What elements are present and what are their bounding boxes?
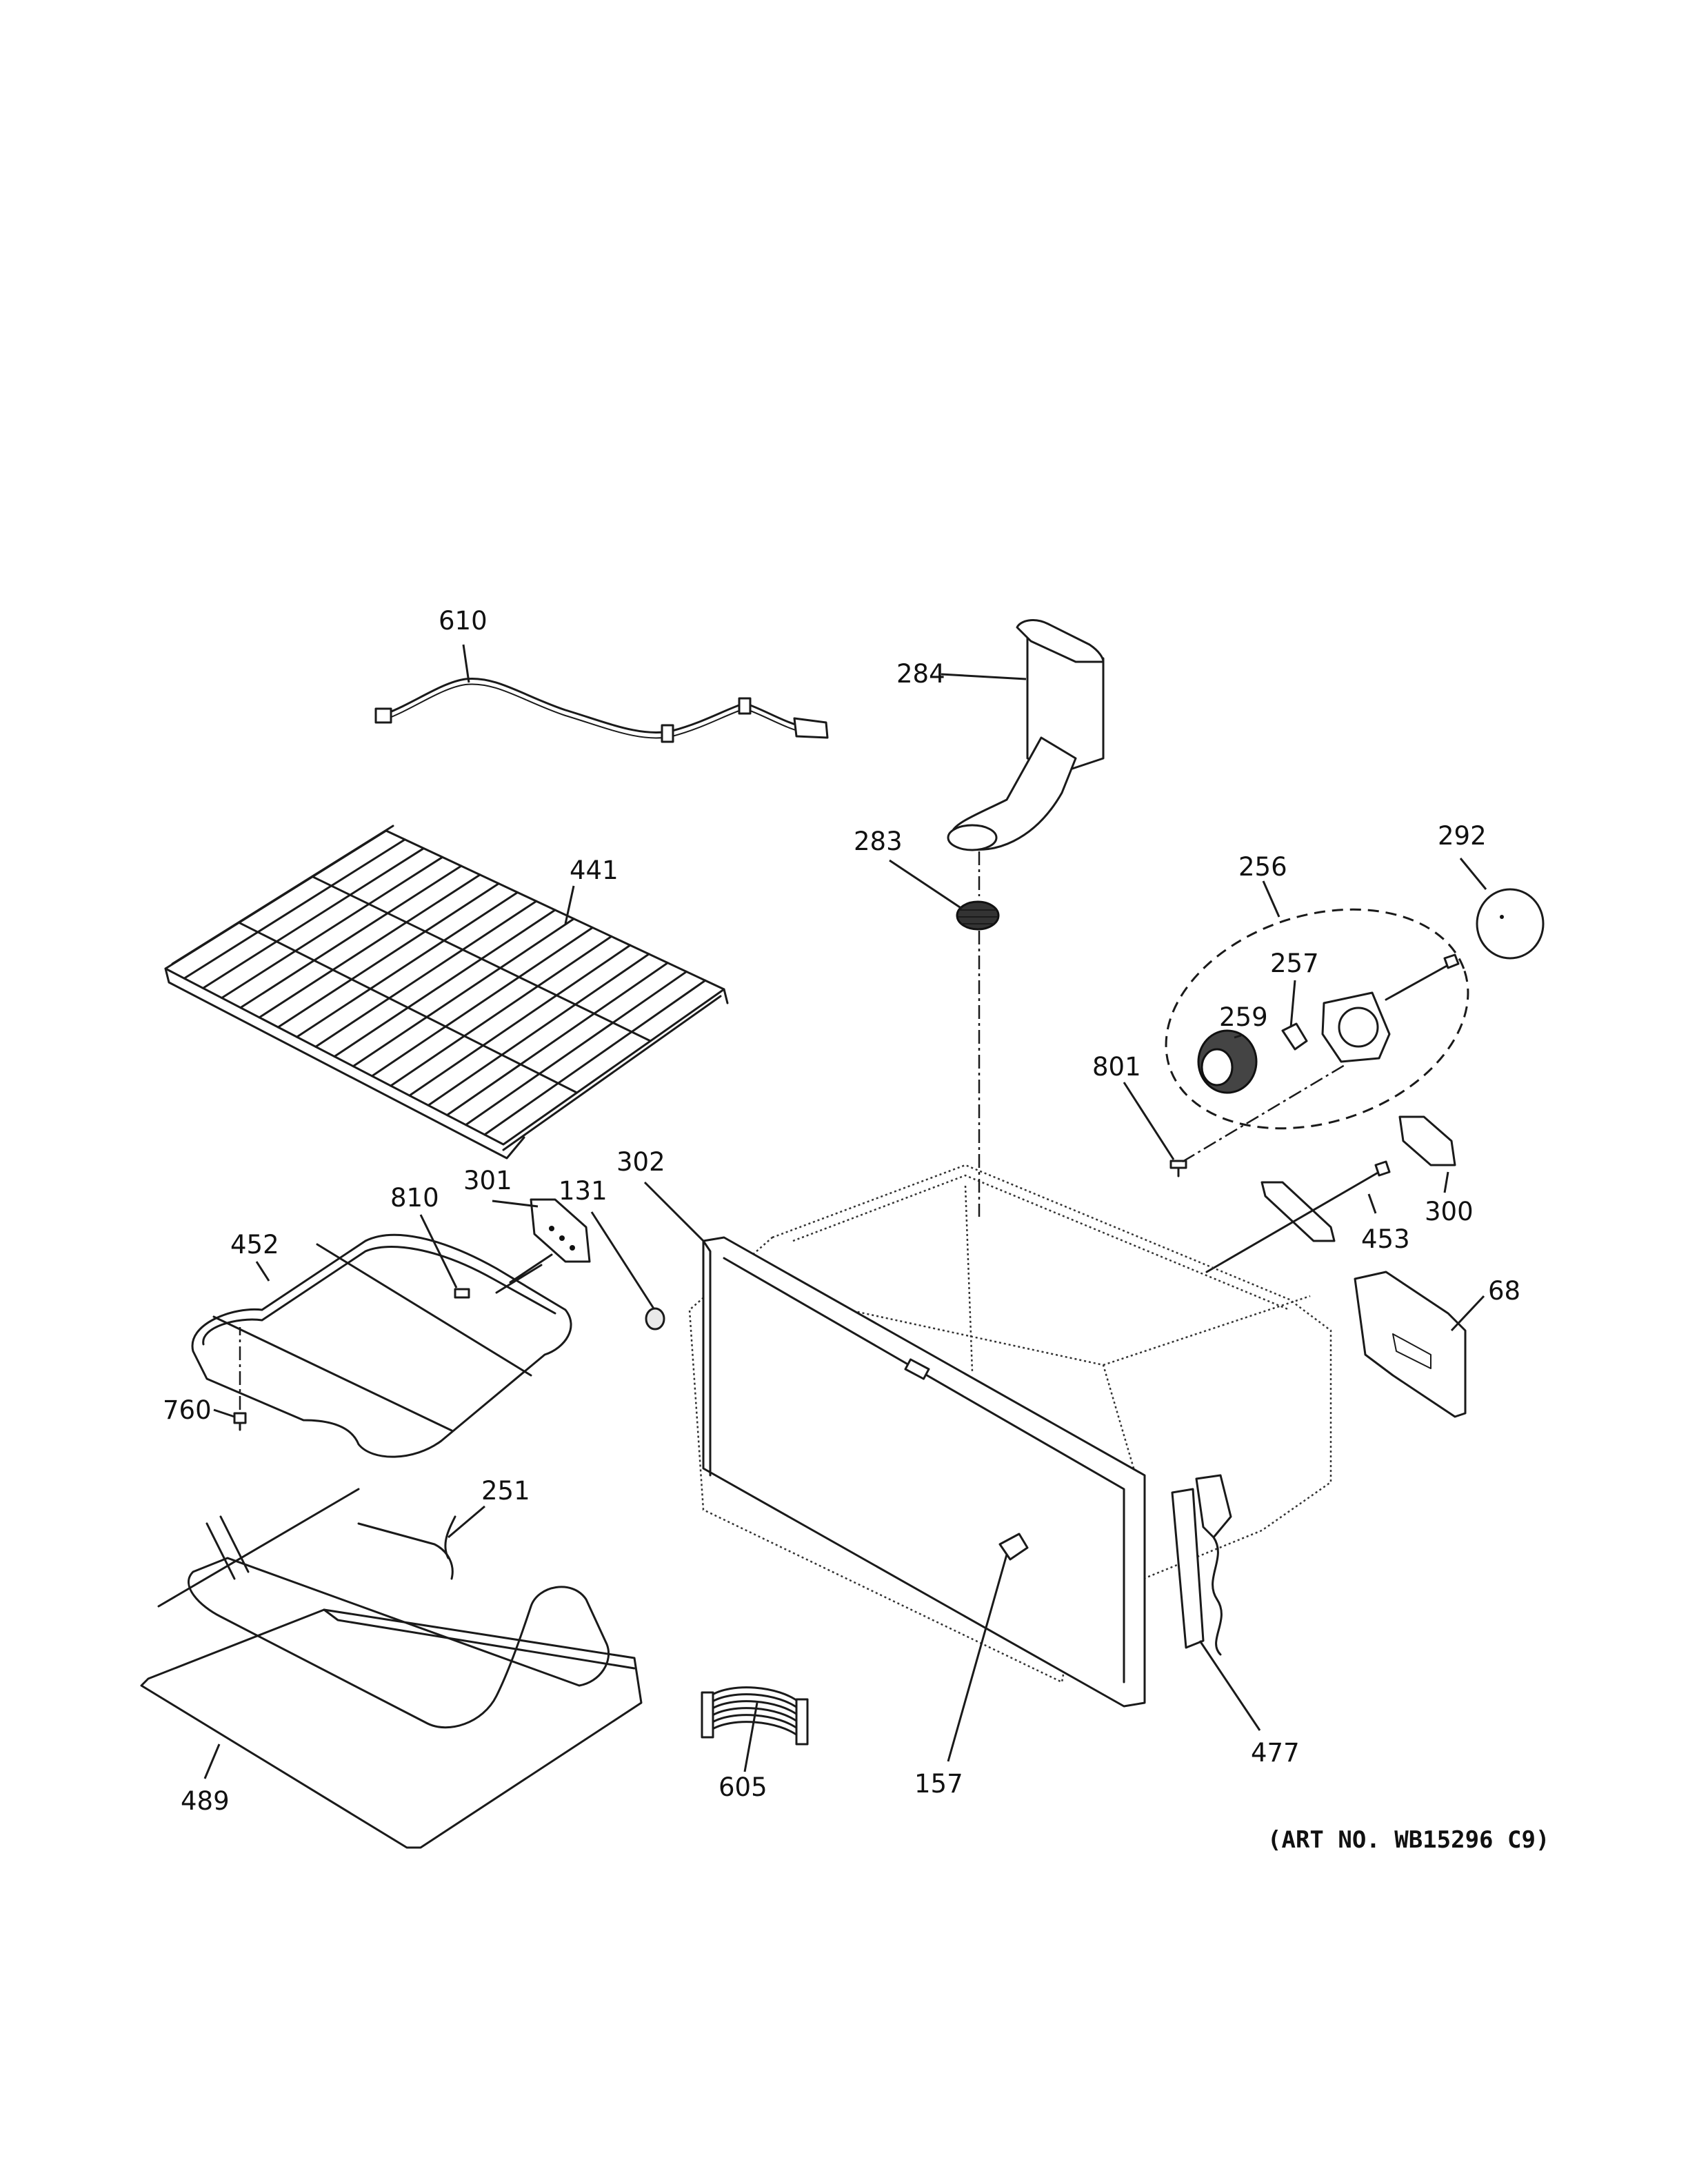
part-131-plug[interactable] [645, 1307, 665, 1331]
rack-wire [408, 944, 632, 1097]
rack-crossbar [238, 921, 579, 1094]
part-453-temperature-sensor[interactable] [1205, 1160, 1391, 1273]
callout-283[interactable]: 283 [854, 827, 903, 856]
callout-257[interactable]: 257 [1270, 949, 1319, 978]
callout-259[interactable]: 259 [1219, 1002, 1268, 1032]
part-489-bottom-cover[interactable] [140, 1608, 643, 1849]
rack-wire [352, 918, 575, 1068]
callout-302[interactable]: 302 [616, 1147, 665, 1177]
part-259-fan-blade[interactable] [1197, 1029, 1258, 1094]
part-257-fan-shaft[interactable] [1281, 1022, 1308, 1051]
part-610-wire-harness[interactable] [374, 677, 829, 743]
part-452-broil-element[interactable] [191, 1233, 572, 1458]
rack-wire [201, 847, 425, 989]
part-68-hinge-bracket[interactable] [1354, 1271, 1467, 1418]
rack-wire [483, 979, 707, 1136]
rack-wire [427, 953, 650, 1106]
part-441-oven-rack[interactable] [164, 825, 729, 1160]
rack-wire [296, 891, 519, 1038]
callout-292[interactable]: 292 [1438, 821, 1487, 851]
callout-489[interactable]: 489 [181, 1786, 230, 1816]
fan-motor-plate [1321, 953, 1460, 1063]
rack-wire [221, 856, 444, 999]
callout-68[interactable]: 68 [1488, 1276, 1520, 1306]
callout-760[interactable]: 760 [163, 1395, 212, 1425]
part-301-terminal-block[interactable] [530, 1198, 591, 1263]
callout-251[interactable]: 251 [481, 1476, 530, 1506]
part-292-fan-gasket[interactable] [1476, 888, 1545, 960]
callout-441[interactable]: 441 [570, 856, 619, 885]
callout-605[interactable]: 605 [719, 1772, 767, 1802]
rack-wire [314, 900, 538, 1048]
rack-wire [277, 882, 500, 1029]
callout-284[interactable]: 284 [896, 659, 945, 689]
rack-wire [239, 865, 463, 1009]
part-256-convection-fan-assembly[interactable] [1138, 873, 1497, 1165]
part-157-lamp-socket[interactable] [998, 1533, 1029, 1561]
part-302-front-frame[interactable] [702, 1236, 1146, 1708]
rack-wire [258, 873, 481, 1019]
part-605-wire-bundle[interactable] [701, 1686, 809, 1746]
callout-301[interactable]: 301 [463, 1166, 512, 1195]
part-284-vent-duct[interactable] [947, 619, 1105, 851]
callout-256[interactable]: 256 [1238, 852, 1287, 882]
assembly-line-801 [1182, 1064, 1345, 1163]
callout-801[interactable]: 801 [1092, 1052, 1141, 1082]
part-477-door-hinge[interactable] [1171, 1474, 1232, 1656]
part-283-grille[interactable] [956, 900, 1000, 931]
rack-crossbar [311, 876, 652, 1042]
callout-157[interactable]: 157 [914, 1769, 963, 1799]
callout-453[interactable]: 453 [1361, 1224, 1410, 1254]
rack-wire [333, 909, 556, 1058]
callout-labels: 610 284 441 283 292 256 257 259 801 302 … [163, 606, 1520, 1816]
callout-810[interactable]: 810 [390, 1183, 439, 1213]
callout-452[interactable]: 452 [230, 1230, 279, 1260]
rack-wire [183, 838, 406, 980]
callout-131[interactable]: 131 [559, 1176, 607, 1206]
part-300-terminal-block[interactable] [1398, 1115, 1456, 1166]
art-number: (ART NO. WB15296 C9) [1267, 1826, 1549, 1854]
rack-wire [465, 970, 688, 1126]
callout-610[interactable]: 610 [439, 606, 488, 636]
leader-lines [203, 644, 1487, 1779]
part-810-screw[interactable] [454, 1288, 470, 1299]
rack-wire [370, 927, 594, 1078]
callout-477[interactable]: 477 [1251, 1738, 1300, 1768]
part-760-screw[interactable] [233, 1412, 247, 1431]
part-801-screw[interactable] [1169, 1160, 1187, 1177]
part-251-bake-element[interactable] [157, 1488, 610, 1729]
rack-wire [445, 962, 669, 1116]
callout-300[interactable]: 300 [1425, 1197, 1474, 1226]
rack-wire [390, 935, 613, 1087]
